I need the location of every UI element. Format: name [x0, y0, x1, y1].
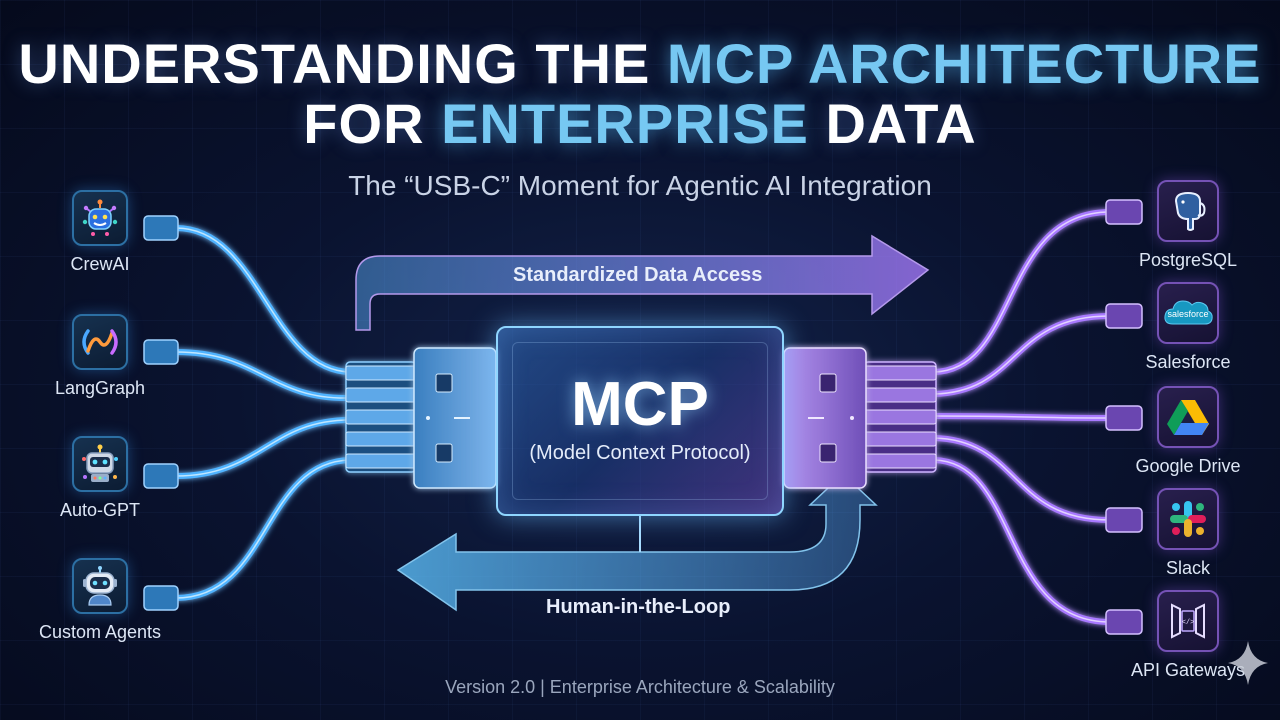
source-label: Google Drive — [1135, 456, 1241, 476]
source-api-gateways[interactable]: </> API Gateways — [1120, 590, 1256, 681]
mcp-core-box: MCP (Model Context Protocol) — [496, 326, 784, 516]
agent-langgraph[interactable]: LangGraph — [40, 314, 160, 399]
agent-crewai[interactable]: CrewAI — [40, 190, 160, 275]
agent-label: CrewAI — [70, 254, 130, 274]
source-label: Slack — [1165, 558, 1210, 578]
api-gateway-icon: </> — [1157, 590, 1219, 652]
sparkle-icon — [1228, 641, 1268, 685]
agent-autogpt[interactable]: Auto-GPT — [40, 436, 160, 521]
version-footer: Version 2.0 | Enterprise Architecture & … — [445, 677, 835, 697]
crewai-icon — [72, 190, 128, 246]
source-salesforce[interactable]: salesforce Salesforce — [1128, 282, 1248, 373]
source-label: Salesforce — [1145, 352, 1231, 372]
salesforce-cloud-icon: salesforce — [1157, 282, 1219, 344]
human-in-the-loop-label: Human-in-the-Loop — [546, 596, 731, 618]
right-connector-block — [783, 347, 937, 489]
agent-label: Custom Agents — [38, 622, 162, 642]
agent-label: Auto-GPT — [59, 500, 141, 520]
cable-crewai — [173, 225, 353, 375]
agent-plugs — [143, 215, 179, 611]
cable-custom-agents — [173, 457, 353, 601]
postgresql-elephant-icon — [1157, 180, 1219, 242]
subtitle: The “USB-C” Moment for Agentic AI Integr… — [348, 170, 932, 201]
cable-salesforce — [931, 313, 1113, 397]
autogpt-robot-icon — [72, 436, 128, 492]
title-line-1: UNDERSTANDING THE MCP ARCHITECTURE — [18, 32, 1262, 95]
mcp-subtitle: (Model Context Protocol) — [529, 442, 751, 464]
source-label: PostgreSQL — [1138, 250, 1238, 270]
salesforce-logo-text: salesforce — [1167, 309, 1208, 319]
langgraph-icon — [72, 314, 128, 370]
left-connector-block — [345, 347, 497, 489]
agent-label: LangGraph — [54, 378, 146, 398]
mcp-title: MCP — [571, 370, 709, 439]
source-label: API Gateways — [1130, 660, 1246, 680]
custom-agent-robot-icon — [72, 558, 128, 614]
source-plugs — [1105, 199, 1143, 635]
agent-cables — [173, 225, 353, 601]
standardized-data-access-label: Standardized Data Access — [513, 264, 763, 286]
source-cables — [931, 209, 1113, 625]
slack-icon — [1157, 488, 1219, 550]
cable-slack — [931, 435, 1113, 523]
source-google-drive[interactable]: Google Drive — [1120, 386, 1256, 477]
agent-custom-agents[interactable]: Custom Agents — [28, 558, 172, 643]
google-drive-icon — [1157, 386, 1219, 448]
main-title: UNDERSTANDING THE MCP ARCHITECTURE FOR E… — [0, 34, 1280, 154]
title-line-2: FOR ENTERPRISE DATA — [303, 92, 977, 155]
human-in-the-loop-arrow — [396, 472, 878, 612]
source-slack[interactable]: Slack — [1128, 488, 1248, 579]
standardized-data-access-arrow — [355, 234, 930, 331]
api-code-glyph: </> — [1182, 619, 1195, 627]
source-postgresql[interactable]: PostgreSQL — [1128, 180, 1248, 271]
